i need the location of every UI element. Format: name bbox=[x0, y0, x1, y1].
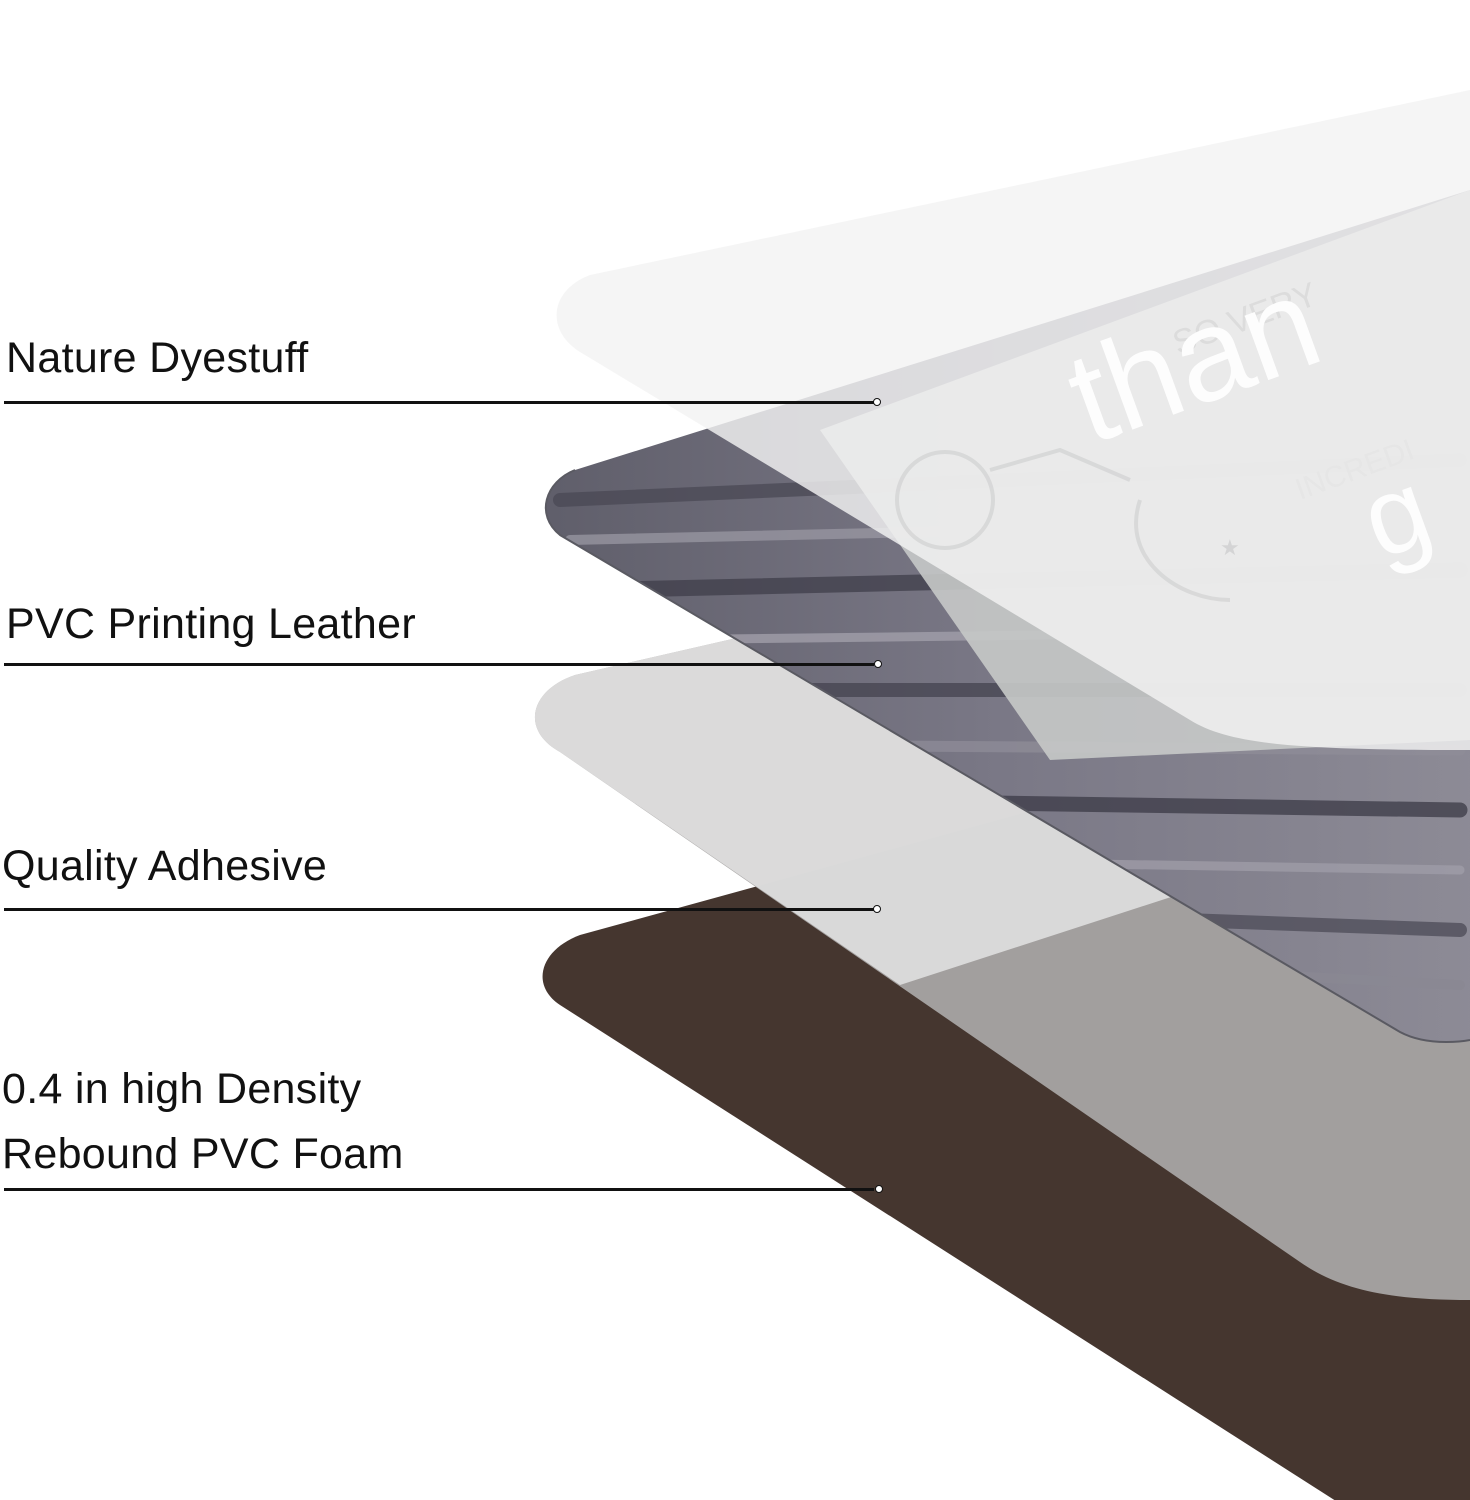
leader-dot bbox=[873, 398, 881, 406]
leader-line bbox=[4, 1188, 874, 1191]
layer-label-pvc-printing-leather: PVC Printing Leather bbox=[6, 600, 416, 648]
leader-line bbox=[4, 401, 874, 404]
leader-dot bbox=[875, 1185, 883, 1193]
leader-line bbox=[4, 663, 874, 666]
layer-label-quality-adhesive: Quality Adhesive bbox=[2, 842, 328, 890]
leader-dot bbox=[874, 660, 882, 668]
leader-line bbox=[4, 908, 874, 911]
layer-label-pvc-foam-line-2: Rebound PVC Foam bbox=[2, 1130, 404, 1178]
layer-label-pvc-foam-line-1: 0.4 in high Density bbox=[2, 1065, 362, 1113]
layer-label-nature-dyestuff: Nature Dyestuff bbox=[6, 334, 309, 382]
leader-dot bbox=[873, 905, 881, 913]
dyestuff-film-layer bbox=[556, 90, 1470, 750]
